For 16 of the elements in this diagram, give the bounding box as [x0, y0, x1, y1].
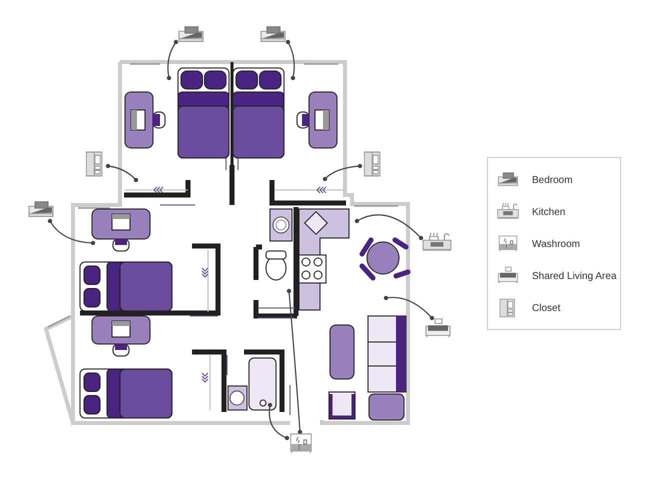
legend-label: Closet	[532, 302, 560, 314]
stove-icon	[421, 232, 453, 254]
leader-line	[106, 164, 138, 182]
leader-line	[384, 296, 434, 320]
leader-line	[354, 214, 424, 240]
leader-line	[286, 288, 302, 434]
leader-line	[48, 218, 96, 246]
legend-label: Shared Living Area	[532, 270, 617, 282]
legend-label: Kitchen	[532, 206, 566, 218]
leader-line	[166, 40, 178, 80]
leader-line	[286, 40, 296, 80]
legend-label: Bedroom	[532, 174, 573, 186]
leader-line	[322, 164, 362, 182]
leader-line	[268, 402, 290, 440]
legend-label: Washroom	[532, 238, 580, 250]
sofa-icon	[423, 318, 453, 340]
